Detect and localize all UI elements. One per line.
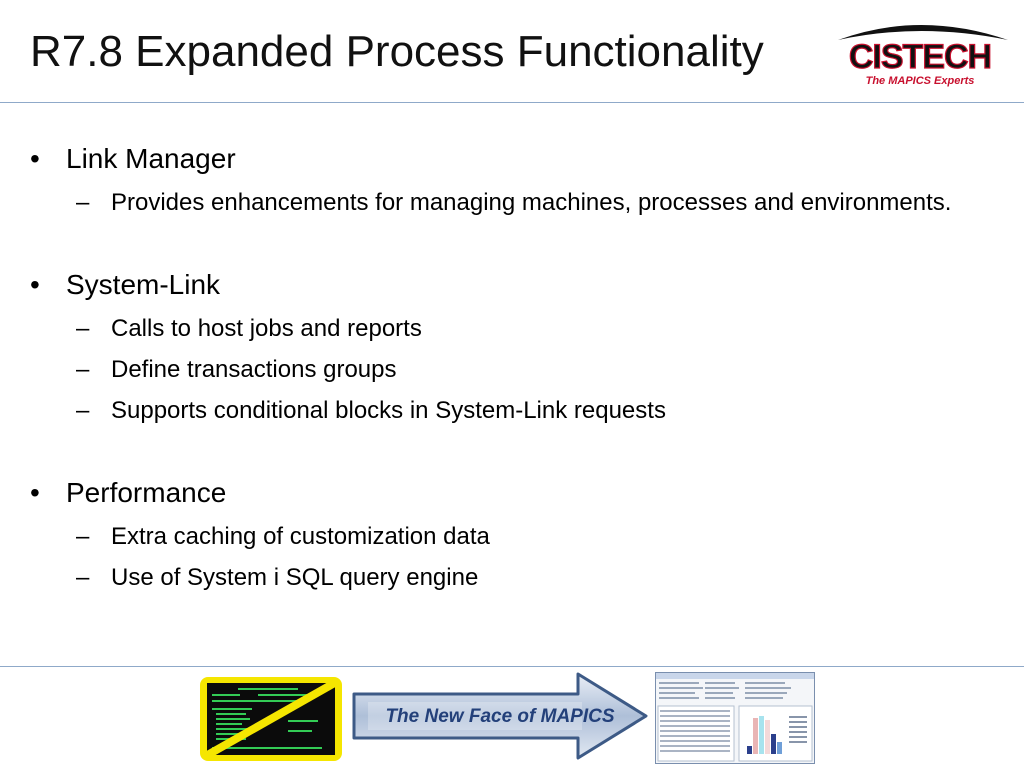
sub-bullet-text: Define transactions groups — [111, 356, 397, 383]
svg-text:The MAPICS Experts: The MAPICS Experts — [866, 75, 975, 87]
sub-bullet-item: –Define transactions groups — [76, 356, 397, 383]
bullet-list: •Link Manager –Provides enhancements for… — [30, 140, 990, 595]
bullet-item: •Performance — [30, 477, 227, 508]
title-divider — [0, 102, 1024, 103]
svg-text:CISTECH: CISTECH — [849, 38, 991, 76]
banner-text: The New Face of MAPICS — [385, 706, 615, 727]
new-ui-thumbnail — [655, 672, 815, 764]
new-face-arrow — [352, 672, 648, 760]
sub-bullet-item: –Provides enhancements for managing mach… — [76, 189, 952, 216]
sub-bullet-item: –Calls to host jobs and reports — [76, 315, 422, 342]
sub-bullet-item: –Extra caching of customization data — [76, 523, 490, 550]
footer-divider — [0, 666, 1024, 667]
sub-bullet-text: Provides enhancements for managing machi… — [111, 189, 952, 216]
sub-bullet-text: Supports conditional blocks in System-Li… — [111, 397, 666, 424]
bullet-item: •System-Link — [30, 269, 221, 300]
bullet-label: Performance — [66, 477, 227, 508]
bullet-item: •Link Manager — [30, 143, 236, 174]
slide-title: R7.8 Expanded Process Functionality — [30, 27, 764, 76]
green-screen-thumbnail — [200, 677, 342, 761]
cistech-logo: CISTECH The MAPICS Experts — [838, 25, 1008, 87]
sub-bullet-text: Calls to host jobs and reports — [111, 315, 422, 342]
sub-bullet-item: –Use of System i SQL query engine — [76, 564, 479, 591]
bullet-label: Link Manager — [66, 143, 236, 174]
bullet-label: System-Link — [66, 269, 221, 300]
sub-bullet-item: –Supports conditional blocks in System-L… — [76, 397, 666, 424]
sub-bullet-text: Use of System i SQL query engine — [111, 564, 479, 591]
sub-bullet-text: Extra caching of customization data — [111, 523, 490, 550]
